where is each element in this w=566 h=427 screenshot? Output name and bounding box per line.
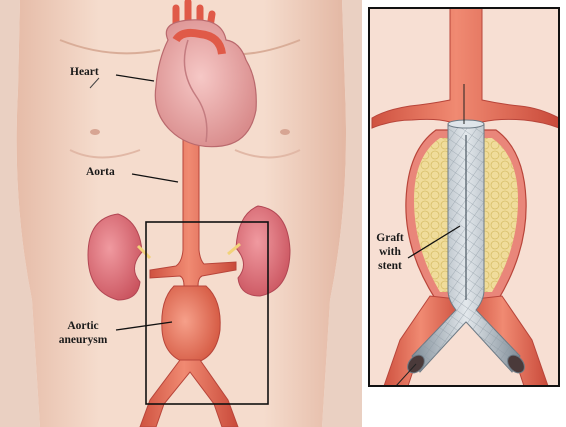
aneurysm-label-line2: aneurysm (52, 334, 114, 347)
aorta-label: Aorta (86, 166, 115, 179)
graft-label-line1: Graft (370, 232, 410, 245)
heart-label: Heart (70, 66, 99, 79)
graft-label-line3: stent (370, 260, 410, 273)
kidney-right (236, 206, 290, 296)
aneurysm-label-line1: Aortic (52, 320, 114, 333)
nipple-right (280, 129, 290, 135)
stent-detail-panel (369, 8, 559, 386)
nipple-left (90, 129, 100, 135)
aneurysm (162, 286, 220, 364)
graft-label-line2: with (370, 246, 410, 259)
